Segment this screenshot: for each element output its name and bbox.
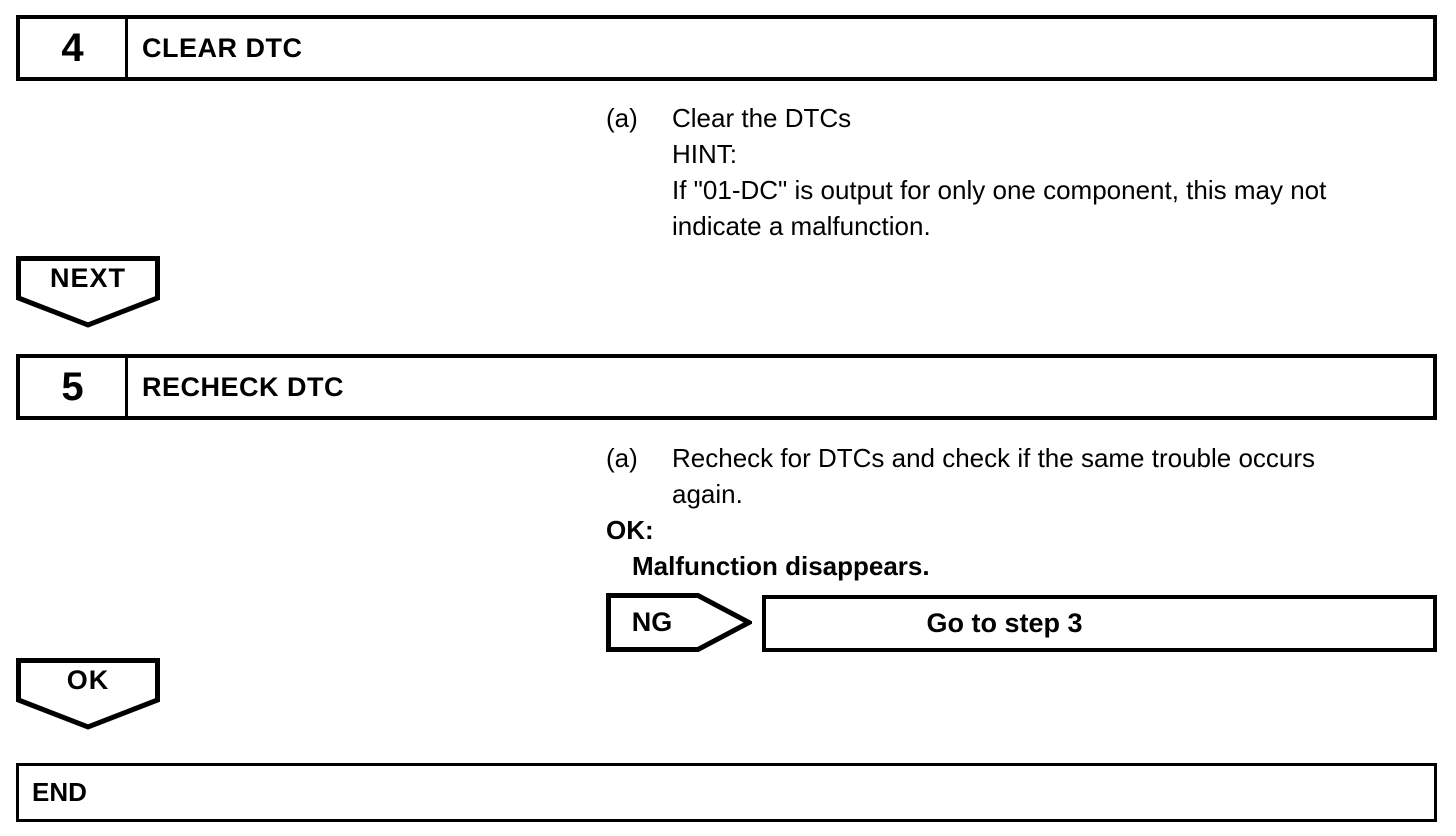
instruction-line: HINT: (672, 139, 737, 169)
instruction-line: If "01-DC" is output for only one compon… (672, 175, 1327, 205)
ng-arrow-shape (606, 593, 752, 652)
step-5-number: 5 (20, 358, 128, 416)
instruction-line: Recheck for DTCs and check if the same t… (672, 443, 1316, 473)
instruction-lines: Clear the DTCs HINT: If "01-DC" is outpu… (672, 100, 1326, 244)
step-5-instructions: (a) Recheck for DTCs and check if the sa… (606, 440, 1315, 584)
next-connector: NEXT (16, 256, 160, 328)
instruction-paragraph: (a) Clear the DTCs HINT: If "01-DC" is o… (606, 100, 1326, 244)
go-to-step-box: Go to step 3 (762, 595, 1437, 652)
instruction-paragraph: (a) Recheck for DTCs and check if the sa… (606, 440, 1315, 512)
step-4-header: 4 CLEAR DTC (16, 15, 1437, 81)
ng-label: NG (631, 607, 673, 637)
list-marker-a: (a) (606, 103, 638, 133)
next-arrow-shape (16, 256, 160, 328)
go-to-step-label: Go to step 3 (926, 608, 1083, 638)
step-5-title: RECHECK DTC (142, 371, 345, 402)
end-box: END (16, 763, 1437, 822)
ok-criteria-text: Malfunction disappears. (632, 551, 930, 581)
ok-connector: OK (16, 658, 160, 730)
step-4-title: CLEAR DTC (142, 32, 303, 63)
instruction-line: again. (672, 479, 743, 509)
ok-arrow-shape (16, 658, 160, 730)
ok-criteria-label: OK: (606, 515, 654, 545)
step-4-instructions: (a) Clear the DTCs HINT: If "01-DC" is o… (606, 100, 1326, 244)
instruction-lines: Recheck for DTCs and check if the same t… (672, 440, 1315, 512)
ok-label: OK (66, 665, 110, 695)
end-label: END (32, 777, 87, 807)
ng-connector: NG (606, 593, 752, 652)
step-5-header: 5 RECHECK DTC (16, 354, 1437, 420)
next-label: NEXT (49, 263, 126, 293)
instruction-line: Clear the DTCs (672, 103, 852, 133)
instruction-line: indicate a malfunction. (672, 211, 931, 241)
list-marker-a: (a) (606, 443, 638, 473)
step-4-number: 4 (20, 19, 128, 77)
